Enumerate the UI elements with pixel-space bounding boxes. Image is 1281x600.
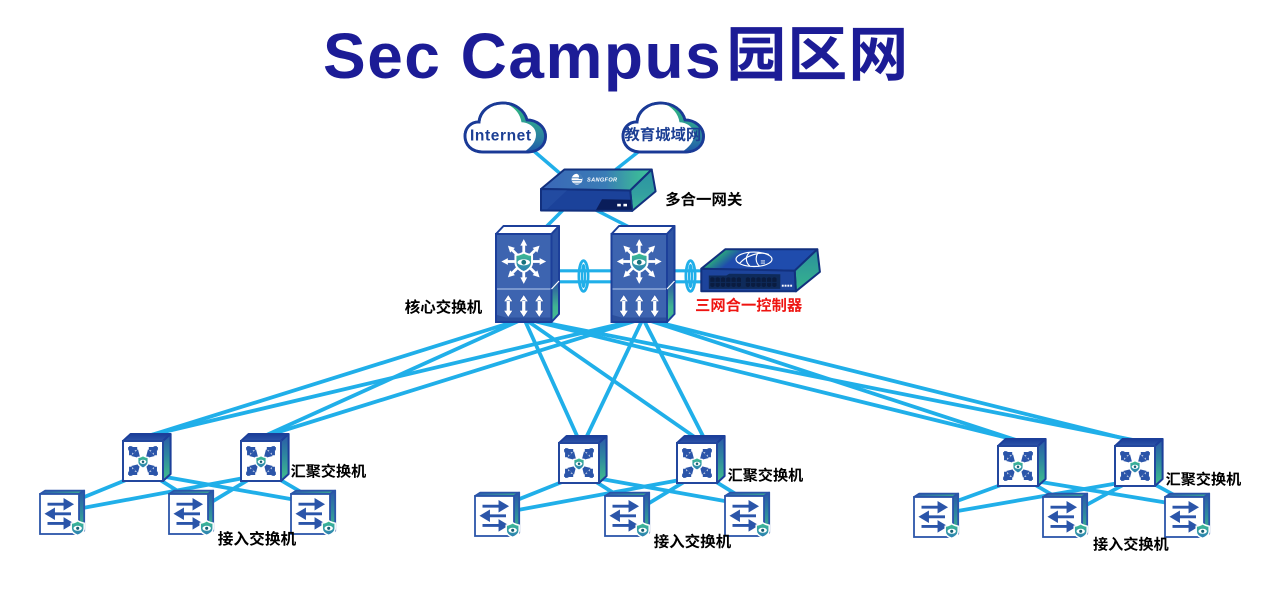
svg-text:Sec Campus: Sec Campus [323, 20, 722, 92]
svg-text:Internet: Internet [470, 127, 532, 144]
